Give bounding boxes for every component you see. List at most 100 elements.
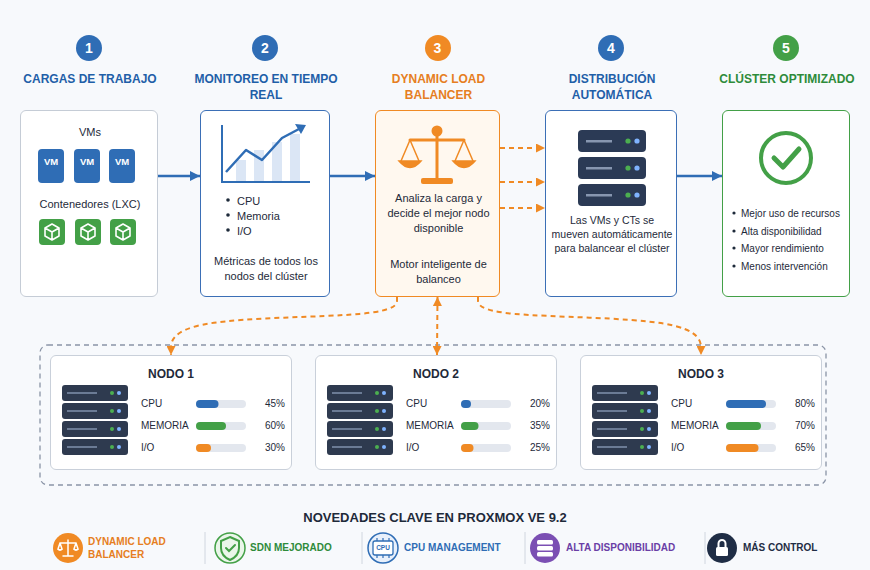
box-fill: [375, 110, 500, 297]
flow-arrow: [330, 175, 375, 178]
feature-separator: [525, 532, 526, 564]
scales-icon: [399, 127, 475, 184]
vm-text: VM: [38, 149, 64, 175]
vm-text: VM: [74, 149, 100, 175]
bar-track: [196, 444, 246, 452]
balance-arrow: [500, 181, 545, 183]
feature-icon-cpu: [368, 533, 398, 563]
bar-track: [461, 400, 511, 408]
bar-fill: [196, 444, 211, 452]
metric-name: CPU: [406, 397, 458, 411]
bar-fill: [196, 422, 226, 430]
node-server-icon: [327, 385, 393, 455]
bullet-text: Mayor rendimiento: [741, 242, 847, 256]
step-number: 2: [252, 35, 278, 61]
feature-separator: [362, 532, 363, 564]
step-box: MONITOREO EN TIEMPO REALCPUMemoriaI/OMét…: [200, 110, 330, 297]
feature-icon-balancer: [57, 549, 79, 551]
bar-track: [196, 400, 246, 408]
step-number-text: 1: [76, 35, 102, 61]
server-icon: [625, 192, 630, 197]
server-icon: [586, 140, 612, 143]
chart-icon: [290, 134, 300, 182]
step-number-text: 4: [598, 35, 624, 61]
feature-icon-cpu: [373, 541, 393, 555]
bullet-text: Mejor uso de recursos: [741, 207, 847, 221]
box-fill: [20, 110, 158, 297]
container-icon: [39, 219, 65, 245]
metric-name: CPU: [141, 397, 193, 411]
chart-icon: [222, 125, 310, 182]
balance-arrow: [500, 207, 545, 209]
feature-icon-balancer: [58, 540, 78, 556]
metric-value: 65%: [781, 441, 815, 455]
feature-label: SDN MEJORADO: [250, 541, 355, 554]
step-heading: DISTRIBUCIÓN AUTOMÁTICA: [537, 71, 687, 103]
body-text: Las VMs y CTs se mueven automáticamente …: [550, 213, 674, 256]
section-title: NOVEDADES CLAVE EN PROXMOX VE 9.2: [0, 510, 870, 527]
box-fill: [545, 110, 677, 297]
metric-name: MEMORIA: [141, 419, 193, 433]
feature-icon-lock: [707, 533, 737, 563]
body-text: Métricas de todos los nodos del clúster: [206, 254, 326, 284]
metric-value: 20%: [516, 397, 550, 411]
bar-fill: [726, 444, 759, 452]
feature-icon-ha: [537, 546, 553, 551]
node-server-icon: [62, 385, 658, 455]
check-icon: [761, 133, 811, 183]
scales-icon: [421, 178, 453, 184]
bar-track: [461, 444, 511, 452]
node-title: NODO 3: [651, 366, 751, 382]
balancer-box: DYNAMIC LOAD BALANCERAnaliza la carga y …: [375, 110, 500, 297]
chart-icon: [236, 160, 246, 182]
bullet-dot: [732, 264, 735, 267]
feature-label: CPU MANAGEMENT: [404, 541, 519, 554]
result-box: CLÚSTER OPTIMIZADOMejor uso de recursosA…: [722, 110, 850, 297]
container-icon: [39, 219, 136, 245]
bullet-text: I/O: [237, 224, 327, 239]
box-fill: [580, 355, 822, 470]
balance-arrow: [436, 297, 439, 355]
feature-icon-ha: [537, 540, 553, 545]
metric-name: I/O: [406, 441, 458, 455]
balance-arrow: [171, 297, 397, 355]
body-text: VMs: [21, 125, 159, 140]
bar-fill: [461, 400, 471, 408]
bar-track: [196, 422, 246, 430]
server-icon: [578, 184, 646, 206]
check-icon: [774, 149, 799, 167]
cluster-frame: [40, 345, 826, 485]
bar-fill: [196, 400, 219, 408]
feature-icon-sdn: [215, 533, 245, 563]
feature-label: DYNAMIC LOAD BALANCER: [88, 535, 188, 561]
metric-value: 30%: [251, 441, 285, 455]
box-fill: [200, 110, 330, 297]
chart-icon: [295, 124, 306, 134]
vm-badge: VM: [74, 149, 100, 183]
step-heading: CARGAS DE TRABAJO: [7, 71, 173, 87]
box-fill: [722, 110, 850, 297]
bullet-text: Alta disponibilidad: [741, 225, 847, 239]
bullet-dot: [732, 211, 735, 214]
step-box: DISTRIBUCIÓN AUTOMÁTICALas VMs y CTs se …: [545, 110, 677, 297]
feature-icon-ha: [530, 533, 560, 563]
server-icon: [625, 138, 630, 143]
feature-separator: [205, 532, 206, 564]
server-icon: [586, 167, 612, 170]
feature-label: MÁS CONTROL: [743, 541, 853, 554]
container-icon: [110, 219, 136, 245]
bar-track: [726, 444, 776, 452]
bar-fill: [726, 422, 761, 430]
cluster-node-box: NODO 2CPU20%MEMORIA35%I/O25%: [315, 355, 557, 470]
bullet-text: Memoria: [237, 209, 327, 224]
chart-icon: [222, 124, 310, 182]
feature-icon-cpu: [368, 533, 398, 563]
metric-value: 60%: [251, 419, 285, 433]
box-fill: [20, 110, 850, 470]
bullet-dot: [226, 198, 230, 202]
step-heading: MONITOREO EN TIEMPO REAL: [191, 71, 341, 103]
feature-separator: [205, 532, 705, 564]
bullet-dot: [732, 229, 735, 232]
bullet-dot: [732, 246, 735, 249]
